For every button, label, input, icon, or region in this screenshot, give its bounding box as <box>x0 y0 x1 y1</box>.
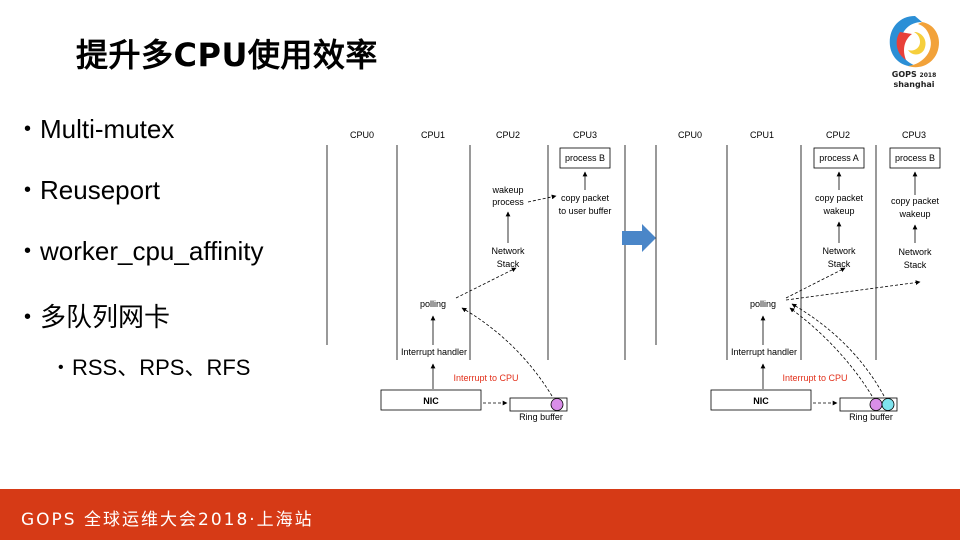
bullet-item: •多队列网卡 <box>24 302 171 332</box>
network-stack-label: Network <box>491 246 525 256</box>
nic-box <box>380 389 482 411</box>
interrupt-handler-label: Interrupt handler <box>401 347 467 357</box>
cpu-label: CPU1 <box>750 130 774 140</box>
ring-slot <box>550 398 564 411</box>
cpu-label: CPU3 <box>902 130 926 140</box>
cpu-label: CPU0 <box>678 130 702 140</box>
bullet-item: •Multi-mutex <box>24 114 175 144</box>
network-stack-label: Network <box>898 247 932 257</box>
cpu-label: CPU0 <box>350 130 374 140</box>
process-a-label: process A <box>819 153 859 163</box>
bullet-item: •Reuseport <box>24 175 160 205</box>
polling-label: polling <box>420 299 446 309</box>
wakeup-label: wakeup <box>822 206 854 216</box>
copy-packet-label: copy packet <box>561 193 610 203</box>
process-b-label: process B <box>565 153 605 163</box>
ring-buffer-label: Ring buffer <box>519 412 563 422</box>
cpu-label: CPU2 <box>826 130 850 140</box>
logo-text-gops: GOPS 2018 <box>891 70 937 79</box>
flow-arrows <box>760 171 921 406</box>
network-stack-label: Stack <box>904 260 927 270</box>
ring-slot <box>869 398 883 411</box>
cpu-lanes <box>326 145 626 360</box>
footer-bar: GOPS 全球运维大会2018·上海站 <box>0 489 960 540</box>
ring-buffer-label: Ring buffer <box>849 412 893 422</box>
network-stack-label: Network <box>822 246 856 256</box>
network-stack-label: Stack <box>828 259 851 269</box>
process-b-box <box>559 147 611 169</box>
transition-arrow-icon <box>622 224 656 252</box>
nic-box <box>710 389 812 411</box>
cpu-packet-flow-diagram: CPU0 CPU1 CPU2 CPU3 process B wakeup pro… <box>326 130 941 422</box>
copy-packet-label: copy packet <box>891 196 940 206</box>
left-diagram: CPU0 CPU1 CPU2 CPU3 process B wakeup pro… <box>326 130 626 422</box>
copy-packet-label: copy packet <box>815 193 864 203</box>
nic-label: NIC <box>753 396 769 406</box>
bullet-item: •worker_cpu_affinity <box>24 236 264 266</box>
wakeup-label: process <box>492 197 524 207</box>
slide-title: 提升多CPU使用效率 <box>76 36 378 74</box>
ring-slot <box>881 398 895 411</box>
copy-packet-label: to user buffer <box>559 206 612 216</box>
polling-label: polling <box>750 299 776 309</box>
cpu-label: CPU2 <box>496 130 520 140</box>
process-b-box <box>889 147 941 169</box>
cpu-label: CPU3 <box>573 130 597 140</box>
process-a-box <box>813 147 865 169</box>
footer-text: GOPS 全球运维大会2018·上海站 <box>21 510 314 530</box>
gops-logo-icon <box>889 16 940 68</box>
nic-label: NIC <box>423 396 439 406</box>
interrupt-handler-label: Interrupt handler <box>731 347 797 357</box>
cpu-label: CPU1 <box>421 130 445 140</box>
network-stack-label: Stack <box>497 259 520 269</box>
flow-arrows <box>430 171 588 406</box>
wakeup-label: wakeup <box>898 209 930 219</box>
cpu-lanes <box>655 145 877 360</box>
logo-text-shanghai: shanghai <box>893 80 935 89</box>
sub-bullet-item: •RSS、RPS、RFS <box>58 355 251 380</box>
interrupt-to-cpu-label: Interrupt to CPU <box>782 373 847 383</box>
process-b-label: process B <box>895 153 935 163</box>
wakeup-label: wakeup <box>491 185 523 195</box>
right-diagram: CPU0 CPU1 CPU2 CPU3 process A process B … <box>655 130 941 422</box>
interrupt-to-cpu-label: Interrupt to CPU <box>453 373 518 383</box>
